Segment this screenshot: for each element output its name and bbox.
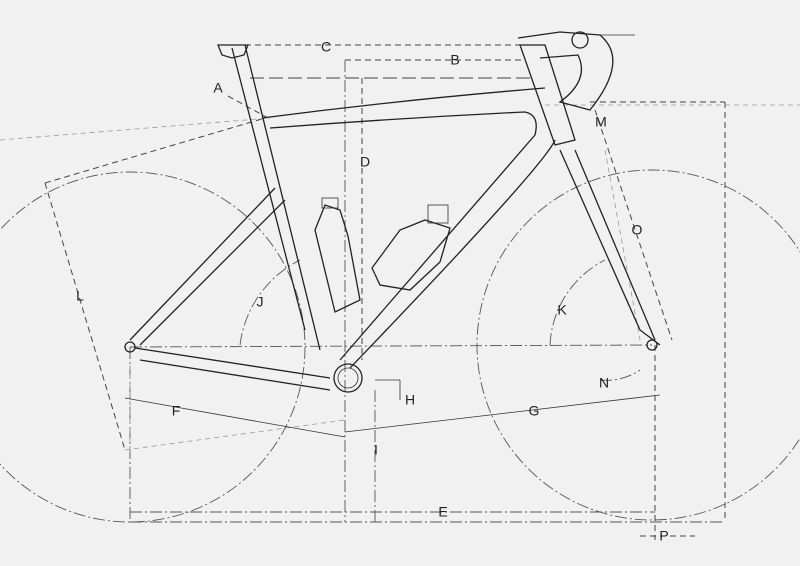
label-c: C bbox=[321, 39, 331, 55]
label-f: F bbox=[172, 403, 181, 419]
dimension-lines bbox=[0, 44, 800, 540]
front-wheel bbox=[476, 169, 800, 521]
label-m: M bbox=[595, 114, 607, 130]
label-b: B bbox=[450, 52, 459, 68]
bike-frame bbox=[124, 31, 661, 393]
label-o: O bbox=[632, 222, 643, 238]
water-bottle-seat-tube bbox=[314, 197, 361, 313]
label-e: E bbox=[438, 504, 447, 520]
label-a: A bbox=[213, 80, 223, 96]
label-n: N bbox=[599, 375, 609, 391]
label-i: I bbox=[374, 442, 378, 458]
label-g: G bbox=[529, 403, 540, 419]
label-k: K bbox=[557, 302, 567, 318]
label-h: H bbox=[405, 392, 415, 408]
label-j: J bbox=[257, 294, 264, 310]
water-bottle-down-tube bbox=[371, 204, 451, 291]
dimension-labels: A B C D E F G H I J K L M N O P bbox=[76, 39, 669, 544]
label-d: D bbox=[360, 154, 370, 170]
label-l: L bbox=[76, 288, 84, 304]
label-p: P bbox=[659, 528, 668, 544]
